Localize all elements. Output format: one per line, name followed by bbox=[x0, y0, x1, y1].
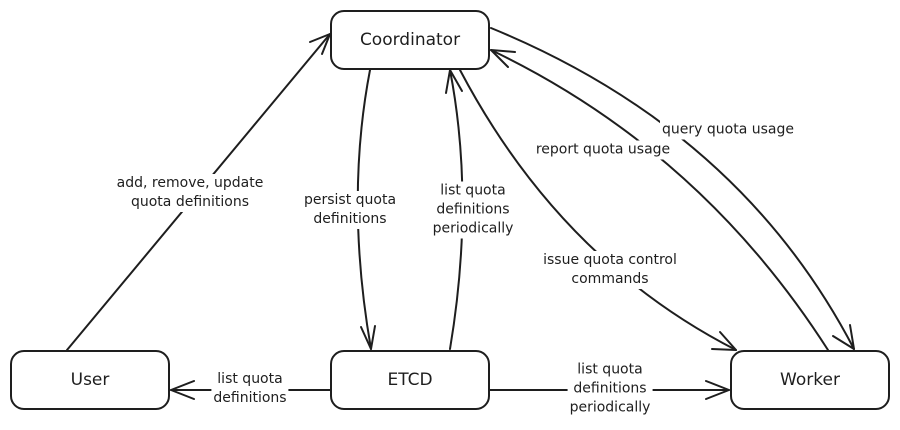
edge-worker-to-coordinator-report bbox=[490, 49, 829, 351]
arrowhead-etcd-to-worker bbox=[705, 380, 730, 400]
coordinator-label: Coordinator bbox=[359, 30, 461, 50]
edge-label-etcd-to-worker: list quota definitions periodically bbox=[567, 360, 653, 418]
etcd-label: ETCD bbox=[387, 370, 433, 390]
edge-label-coordinator-to-worker-control: issue quota control commands bbox=[541, 251, 679, 289]
etcd-node: ETCD bbox=[330, 350, 490, 410]
arrowhead-coordinator-to-worker-control bbox=[711, 331, 737, 351]
edge-label-coordinator-to-etcd: persist quota definitions bbox=[301, 191, 399, 229]
edge-label-etcd-to-coordinator: list quota definitions periodically bbox=[430, 181, 516, 239]
arrowhead-etcd-to-coordinator bbox=[445, 69, 463, 94]
user-node: User bbox=[10, 350, 170, 410]
edge-coordinator-to-worker-control bbox=[459, 69, 737, 351]
edge-label-etcd-to-user: list quota definitions bbox=[211, 370, 289, 408]
edge-coordinator-to-worker-query bbox=[490, 27, 855, 350]
worker-node: Worker bbox=[730, 350, 890, 410]
edge-label-worker-to-coordinator-report: report quota usage bbox=[533, 140, 673, 160]
arrowhead-coordinator-to-worker-query bbox=[832, 324, 855, 350]
arrowhead-coordinator-to-etcd bbox=[360, 325, 376, 350]
worker-label: Worker bbox=[780, 370, 840, 390]
edge-label-user-to-coordinator: add, remove, update quota definitions bbox=[114, 174, 266, 212]
arrowhead-etcd-to-user bbox=[170, 380, 195, 400]
edge-label-coordinator-to-worker-query: query quota usage bbox=[660, 120, 796, 140]
arrowhead-worker-to-coordinator-report bbox=[490, 49, 516, 68]
coordinator-node: Coordinator bbox=[330, 10, 490, 70]
user-label: User bbox=[70, 370, 110, 390]
